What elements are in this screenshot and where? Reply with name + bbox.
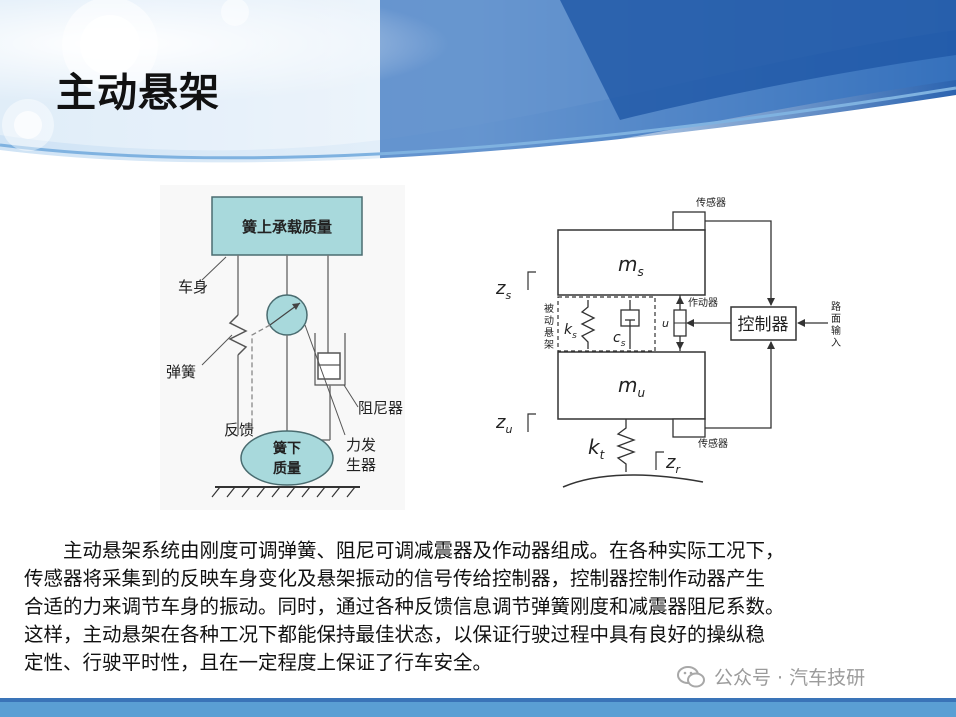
road-input-1: 路 (831, 300, 841, 313)
sensor-bottom (672, 418, 706, 438)
control-block-diagram: 传感器 ms ks cs 被 动 悬 架 u 作动器 控制器 路 面 输 入 (488, 192, 868, 497)
body-line: 传感器将采集到的反映车身变化及悬架振动的信号传给控制器，控制器控制作动器产生 (24, 567, 766, 590)
unsprung-mass-label-2: 质量 (273, 460, 301, 477)
spring-label: 弹簧 (166, 363, 196, 381)
sprung-mass-ms (557, 229, 706, 296)
tire-spring-kt (616, 419, 636, 472)
controller-label: 控制器 (738, 315, 789, 335)
sensor-top-label: 传感器 (696, 196, 726, 209)
svg-text:mu: mu (618, 373, 645, 400)
road-input-3: 输 (831, 324, 841, 337)
feedback-line (251, 324, 271, 433)
road-input-2: 面 (831, 314, 841, 325)
sensor-top (672, 211, 706, 231)
damper-label: 阻尼器 (358, 399, 403, 417)
damper (317, 352, 341, 380)
sprung-mass-label: 簧上承载质量 (242, 218, 332, 236)
sensor-bottom-label: 传感器 (698, 437, 728, 450)
svg-text:zs: zs (495, 278, 511, 302)
passive-label-3: 悬 (544, 327, 554, 339)
actuator-label: 作动器 (688, 297, 718, 309)
controller-block (730, 306, 797, 341)
svg-text:ms: ms (618, 252, 644, 279)
road-input-4: 入 (831, 338, 841, 349)
svg-text:kt: kt (588, 435, 606, 462)
slide-body: 主动悬架系统由刚度可调弹簧、阻尼可调减震器及作动器组成。在各种实际工况下， 传感… (24, 537, 944, 677)
body-line: 主动悬架系统由刚度可调弹簧、阻尼可调减震器及作动器组成。在各种实际工况下， (24, 539, 785, 562)
watermark-text: 公众号 · 汽车技研 (714, 667, 866, 689)
passive-suspension-box (557, 296, 656, 352)
unsprung-mass-label-1: 簧下 (273, 440, 301, 457)
passive-label-2: 动 (544, 315, 554, 327)
force-gen-label-2: 生器 (346, 456, 376, 474)
force-gen-label-1: 力发 (346, 436, 376, 454)
svg-text:zr: zr (665, 452, 681, 476)
svg-text:ks: ks (564, 322, 577, 341)
passive-label-1: 被 (544, 302, 554, 315)
footer-bar (0, 698, 956, 717)
body-line: 合适的力来调节车身的振动。同时，通过各种反馈信息调节弹簧刚度和减震器阻尼系数。 (24, 595, 785, 618)
wechat-icon (677, 665, 705, 687)
active-suspension-figure: 簧上承载质量 簧下 质量 车身 弹簧 反馈 阻尼 (160, 185, 405, 510)
unsprung-mass-block (240, 430, 334, 486)
force-generator (266, 294, 308, 336)
body-label: 车身 (178, 278, 208, 296)
body-line: 定性、行驶平时性，且在一定程度上保证了行车安全。 (24, 651, 493, 674)
svg-text:cs: cs (613, 330, 626, 349)
spring-ks (580, 300, 596, 349)
svg-text:zu: zu (495, 412, 512, 436)
sprung-mass-block (211, 196, 363, 256)
unsprung-mass-mu (557, 351, 706, 420)
feedback-label: 反馈 (224, 421, 254, 439)
watermark: 公众号 · 汽车技研 (676, 663, 865, 690)
svg-text:u: u (662, 317, 669, 330)
body-line: 这样，主动悬架在各种工况下都能保持最佳状态，以保证行驶过程中具有良好的操纵稳 (24, 623, 766, 646)
passive-label-4: 架 (544, 339, 554, 351)
header-banner (0, 0, 956, 175)
spring (228, 314, 248, 356)
slide-title: 主动悬架 (56, 70, 220, 116)
